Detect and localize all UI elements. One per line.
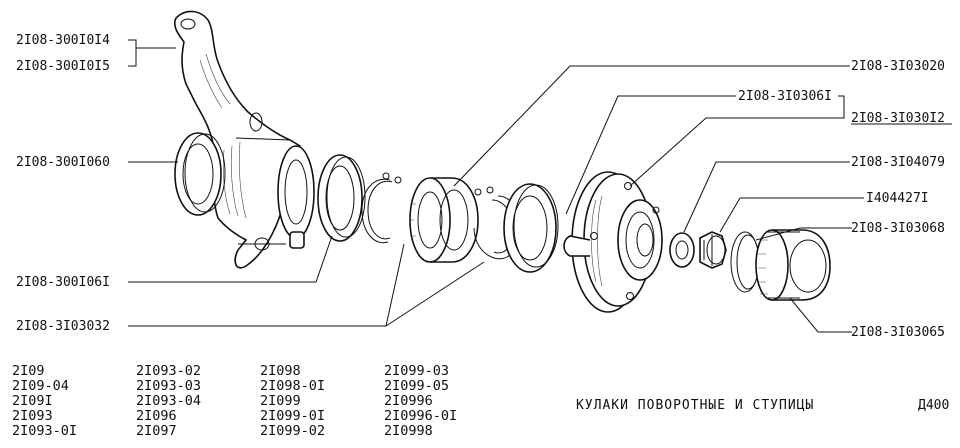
label-washer: 2I08-3I04079 [851,155,945,170]
models-column-3: 2I098 2I098-0I 2I099 2I099-0I 2I099-02 [260,364,325,439]
label-hub-assembly: 2I08-3I030I2 [851,111,945,126]
label-bearing: 2I08-3I03020 [851,59,945,74]
model-item: 2I099-03 [384,363,450,379]
seal-ring-part [174,132,226,216]
model-item: 2I097 [136,423,177,439]
model-item: 2I09I [12,393,53,409]
label-mudguard: 2I08-300I06I [16,275,110,290]
model-item: 2I09-04 [12,378,69,394]
model-item: 2I093-0I [12,423,78,439]
circlip-left-part [361,172,402,244]
model-item: 2I098-0I [260,378,326,394]
model-item: 2I099 [260,393,301,409]
sheet-title: КУЛАКИ ПОВОРОТНЫЕ И СТУПИЦЫ [576,398,815,413]
model-item: 2I093-02 [136,363,202,379]
sheet-code: Д400 [918,398,950,413]
hub-nut-part [699,231,727,269]
label-knuckle-a: 2I08-300I0I4 [16,33,110,48]
models-column-1: 2I09 2I09-04 2I09I 2I093 2I093-0I [12,364,77,439]
mudguard-ring-part [317,154,366,242]
label-cap: 2I08-3I03065 [851,325,945,340]
model-item: 2I09 [12,363,45,379]
model-item: 2I093 [12,408,53,424]
model-item: 2I093-04 [136,393,202,409]
model-item: 2I098 [260,363,301,379]
leader-lines [128,39,864,333]
cap-ring-part [730,231,760,293]
model-item: 2I0996 [384,393,433,409]
wheel-hub-part [563,171,663,313]
models-column-2: 2I093-02 2I093-03 2I093-04 2I096 2I097 [136,364,201,439]
label-circlip: 2I08-3I03032 [16,319,110,334]
model-item: 2I099-05 [384,378,450,394]
model-item: 2I099-0I [260,408,326,424]
model-item: 2I093-03 [136,378,202,394]
model-item: 2I096 [136,408,177,424]
hub-cap-part [755,229,831,301]
label-hub: 2I08-3I0306I [738,89,832,104]
label-nut: I404427I [866,191,929,206]
steering-knuckle [173,10,315,269]
model-item: 2I099-02 [260,423,326,439]
model-item: 2I0996-0I [384,408,458,424]
models-column-4: 2I099-03 2I099-05 2I0996 2I0996-0I 2I099… [384,364,457,439]
label-knuckle-b: 2I08-300I0I5 [16,59,110,74]
label-cap-ring: 2I08-3I03068 [851,221,945,236]
washer-part [669,232,695,268]
label-seal-ring: 2I08-300I060 [16,155,110,170]
model-item: 2I0998 [384,423,433,439]
bearing-part [409,177,479,263]
seal-ring-2-part [503,183,559,273]
